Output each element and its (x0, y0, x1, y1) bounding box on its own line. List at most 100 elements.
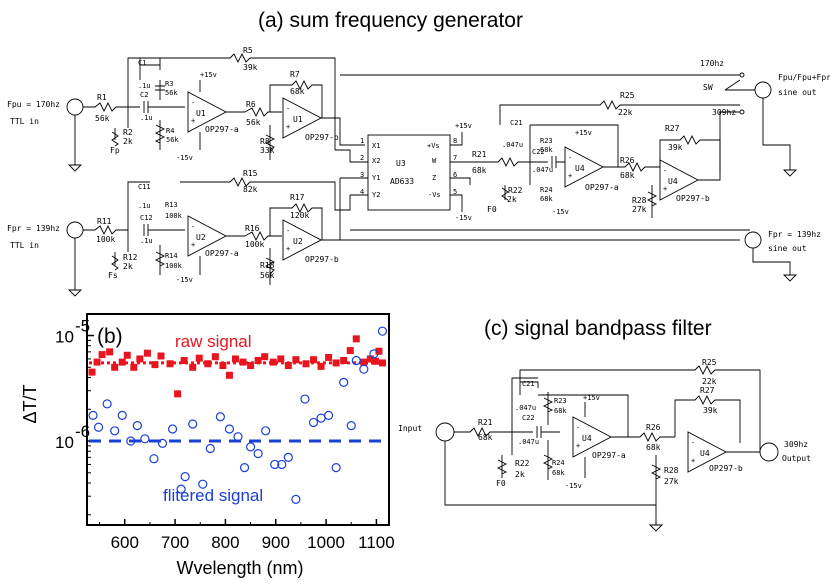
a-u4b-part: OP297-b (676, 194, 710, 203)
filtered-signal-point (316, 413, 326, 423)
a-r21-ref: R21 (472, 150, 487, 159)
input-connector-fpu (66, 98, 84, 172)
sw-label: SW (703, 83, 713, 92)
filtered-signal-point (157, 438, 168, 448)
filtered-signal-point (261, 426, 271, 436)
a-r26-val: 68k (620, 171, 635, 180)
input-connector-fpr (66, 221, 84, 297)
a-r22-val: 2k (507, 195, 517, 204)
raw-signal-point (366, 355, 374, 363)
sine-out-top-label: Fpu/Fpu+Fpr (778, 73, 830, 82)
raw-signal-point (166, 360, 174, 368)
x-axis-label: Wvelength (nm) (176, 558, 303, 578)
raw-signal-point (219, 361, 227, 369)
raw-signal-point (247, 361, 255, 369)
filtered-signal-point (324, 410, 334, 420)
filtered-signal-point (339, 377, 349, 387)
c-output-freq: 309hz (784, 440, 808, 449)
r4-ref: R4 (166, 127, 174, 135)
c-output-label: Output (782, 454, 811, 463)
title-c: (c) signal bandpass filter (484, 317, 712, 340)
a-r27-ref: R27 (665, 124, 680, 133)
raw-signal-point (143, 349, 151, 357)
u2b-ref: U2 (293, 237, 303, 246)
x-tick-label-900: 900 (262, 533, 290, 552)
r16-val: 100k (245, 240, 264, 249)
u1b-part: OP297-b (305, 133, 339, 142)
r1-val: 56k (95, 114, 110, 123)
c-r27-ref: R27 (700, 386, 715, 395)
c2-val: .1u (140, 114, 153, 122)
raw-signal-point (375, 347, 383, 355)
a-u4a-minus15: -15v (552, 208, 569, 216)
r12-ref: R12 (123, 253, 138, 262)
c-u4b-part: OP297-b (709, 464, 743, 473)
raw-signal-point (317, 362, 325, 370)
c-c21-val: .047u (515, 404, 536, 412)
raw-signal-point (360, 358, 368, 366)
filtered-signal-point (233, 432, 243, 442)
mult-plus15: +15v (455, 122, 472, 130)
r1-ref: R1 (97, 93, 107, 102)
mult-num-1: 1 (360, 137, 364, 145)
raw-signal-point (180, 356, 188, 364)
filtered-signal-point (176, 484, 186, 494)
filtered-signal-point (270, 459, 280, 470)
mult-pin-z: Z (432, 174, 436, 182)
c-r23-ref: R23 (554, 397, 567, 405)
a-r27-val: 39k (668, 143, 683, 152)
r7-val: 68k (290, 87, 305, 96)
raw-signal-point (231, 355, 239, 363)
sine-out-top-sub: sine out (778, 88, 817, 97)
x-tick-label-700: 700 (161, 533, 189, 552)
filtered-signal-point (245, 442, 256, 452)
mult-pin-x2: X2 (372, 157, 380, 165)
mult-minus15: -15v (455, 214, 472, 222)
r8-val: 33k (260, 146, 275, 155)
c-plus15: +15v (583, 394, 600, 402)
a-r22-ref: R22 (508, 186, 523, 195)
filtered-signal-point (140, 434, 150, 444)
mult-pin-x1: X1 (372, 142, 380, 150)
c-u4b-ref: U4 (700, 449, 710, 458)
raw-signal-point (284, 361, 292, 369)
a-c22-ref: C22 (532, 148, 545, 156)
c-r26-val: 68k (646, 443, 661, 452)
raw-signal-point (93, 358, 101, 366)
mult-pin-y1: Y1 (372, 174, 380, 182)
x-tick-label-1000: 1000 (307, 533, 345, 552)
c-u4a-part: OP297-a (592, 451, 626, 460)
panel-b-label: (b) (97, 325, 123, 348)
raw-signal-point (195, 354, 203, 362)
raw-signal-point (106, 348, 114, 356)
filtered-signal-point (117, 410, 127, 420)
r14-val: 100k (165, 262, 183, 270)
circuit-a-schematic: Fpu = 170hz TTL in R1 56k C1 .1u C2 .1u … (7, 46, 830, 297)
a-r28-val: 27k (632, 205, 647, 214)
mult-num-6: 6 (453, 171, 457, 179)
filtered-signal-point (351, 355, 361, 366)
a-r23-ref: R23 (540, 137, 553, 145)
filtered-signal-point (308, 417, 319, 428)
c-input-label: Input (398, 424, 422, 433)
filtered-signal-point (300, 394, 310, 404)
r5-val: 39k (243, 63, 258, 72)
filtered-signal-point (377, 326, 388, 336)
r15-ref: R15 (243, 169, 258, 178)
input1-sub: TTL in (10, 117, 39, 126)
x-tick-label-600: 600 (111, 533, 139, 552)
r16-ref: R16 (245, 224, 260, 233)
raw-signal-point (371, 357, 379, 365)
r17-val: 120k (290, 211, 309, 220)
u2a-ref: U2 (196, 233, 206, 242)
mult-pin-w: W (432, 157, 437, 165)
filtered-signal-point (180, 472, 190, 482)
input2-sub: TTL in (10, 241, 39, 250)
filtered-signal-point (369, 349, 379, 359)
r15-val: 82k (243, 185, 258, 194)
raw-signal-point (332, 359, 340, 367)
sine-out-bot-label: Fpr = 139hz (768, 230, 821, 239)
filtered-signal-point (110, 426, 120, 436)
mult-num-8: 8 (453, 137, 457, 145)
raw-signal-point (225, 371, 233, 379)
